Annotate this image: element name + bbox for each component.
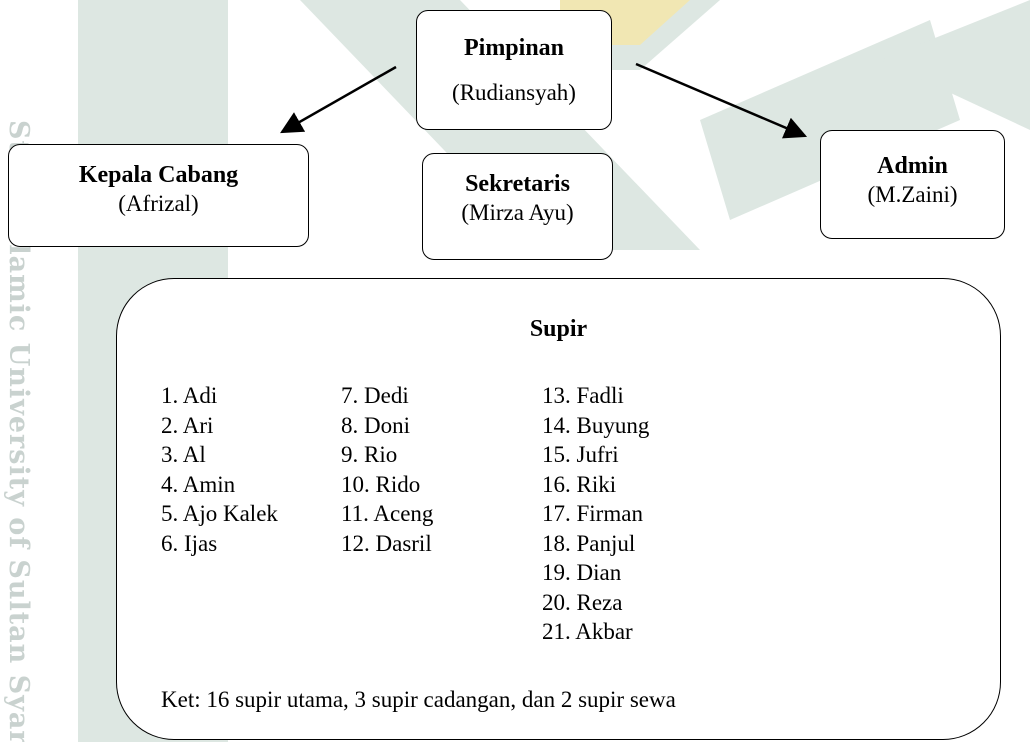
supir-item: 17. Firman [542, 501, 643, 526]
supir-item: 7. Dedi [341, 383, 409, 408]
node-title: Admin [877, 153, 948, 179]
supir-item: 2. Ari [161, 412, 214, 438]
supir-column-2: 7. Dedi 8. Doni 9. Rio 10. Rido 11. Acen… [341, 381, 433, 558]
supir-item: 13. Fadli [542, 383, 624, 408]
node-sekretaris: Sekretaris (Mirza Ayu) [422, 153, 613, 260]
supir-item: 21. Akbar [542, 619, 633, 644]
node-person: (Afrizal) [118, 191, 199, 216]
node-title: Sekretaris [465, 171, 570, 197]
supir-item: 9. Rio [341, 442, 398, 467]
supir-item: 6. Ijas [161, 530, 218, 556]
supir-title: Supir [529, 316, 588, 342]
node-person: (M.Zaini) [867, 182, 958, 207]
supir-column-3: 13. Fadli 14. Buyung 15. Jufri 16. Riki … [542, 381, 649, 647]
supir-item: 5. Ajo Kalek [161, 501, 278, 526]
edge-pimpinan-admin [635, 62, 808, 139]
supir-item: 10. Rido [341, 471, 421, 497]
supir-item: 16. Riki [542, 471, 617, 497]
supir-item: 12. Dasril [341, 530, 432, 556]
supir-item: 20. Reza [542, 589, 623, 615]
node-title: Kepala Cabang [78, 162, 239, 188]
node-person: (Mirza Ayu) [461, 200, 574, 225]
node-person: (Rudiansyah) [452, 80, 576, 105]
supir-note: Ket: 16 supir utama, 3 supir cadangan, d… [161, 687, 676, 712]
node-admin: Admin (M.Zaini) [820, 130, 1005, 239]
edge-pimpinan-kepala-cabang [280, 65, 397, 134]
supir-item: 8. Doni [341, 412, 410, 438]
supir-item: 14. Buyung [542, 412, 650, 438]
node-title: Pimpinan [463, 35, 565, 61]
supir-item: 15. Jufri [542, 442, 619, 467]
supir-item: 3. Al [161, 442, 206, 467]
node-pimpinan: Pimpinan (Rudiansyah) [416, 10, 612, 130]
supir-item: 11. Aceng [341, 501, 434, 526]
supir-item: 4. Amin [161, 471, 236, 497]
supir-item: 1. Adi [161, 383, 218, 408]
supir-item: 18. Panjul [542, 530, 636, 556]
node-kepala-cabang: Kepala Cabang (Afrizal) [8, 144, 309, 247]
node-supir: Supir 1. Adi 2. Ari 3. Al 4. Amin 5. Ajo… [116, 278, 1001, 740]
supir-item: 19. Dian [542, 560, 622, 585]
supir-column-1: 1. Adi 2. Ari 3. Al 4. Amin 5. Ajo Kalek… [161, 381, 278, 558]
